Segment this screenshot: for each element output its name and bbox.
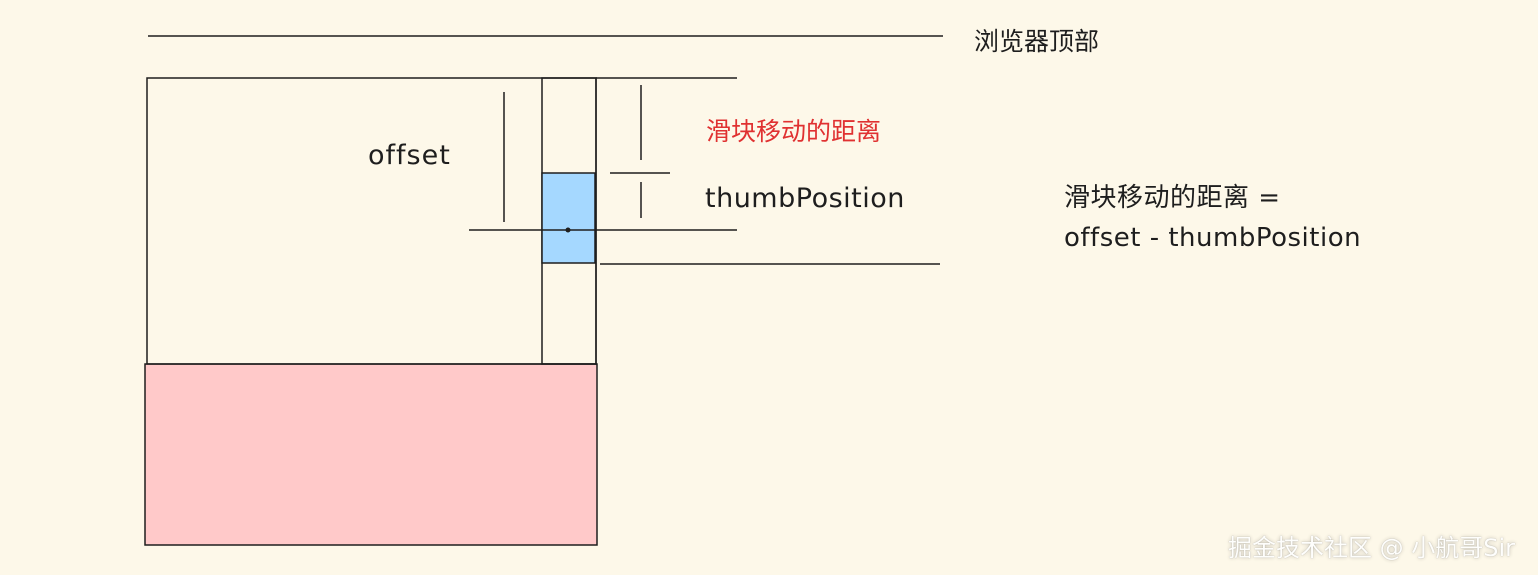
scrollbar-thumb: [541, 172, 596, 264]
formula-line-1: 滑块移动的距离 =: [1064, 183, 1281, 213]
mouse-point: [565, 227, 571, 233]
formula-line-2: offset - thumbPosition: [1064, 223, 1362, 253]
formula: 滑块移动的距离 = offset - thumbPosition: [1064, 178, 1361, 258]
offset-label: offset: [368, 140, 451, 171]
browser-top-label: 浏览器顶部: [974, 27, 1100, 56]
watermark: 掘金技术社区 @ 小航哥Sir: [1228, 534, 1516, 562]
viewport-box: [146, 77, 597, 365]
slider-distance-label: 滑块移动的距离: [706, 117, 882, 146]
content-area: [144, 363, 598, 546]
thumb-position-label: thumbPosition: [705, 183, 905, 214]
